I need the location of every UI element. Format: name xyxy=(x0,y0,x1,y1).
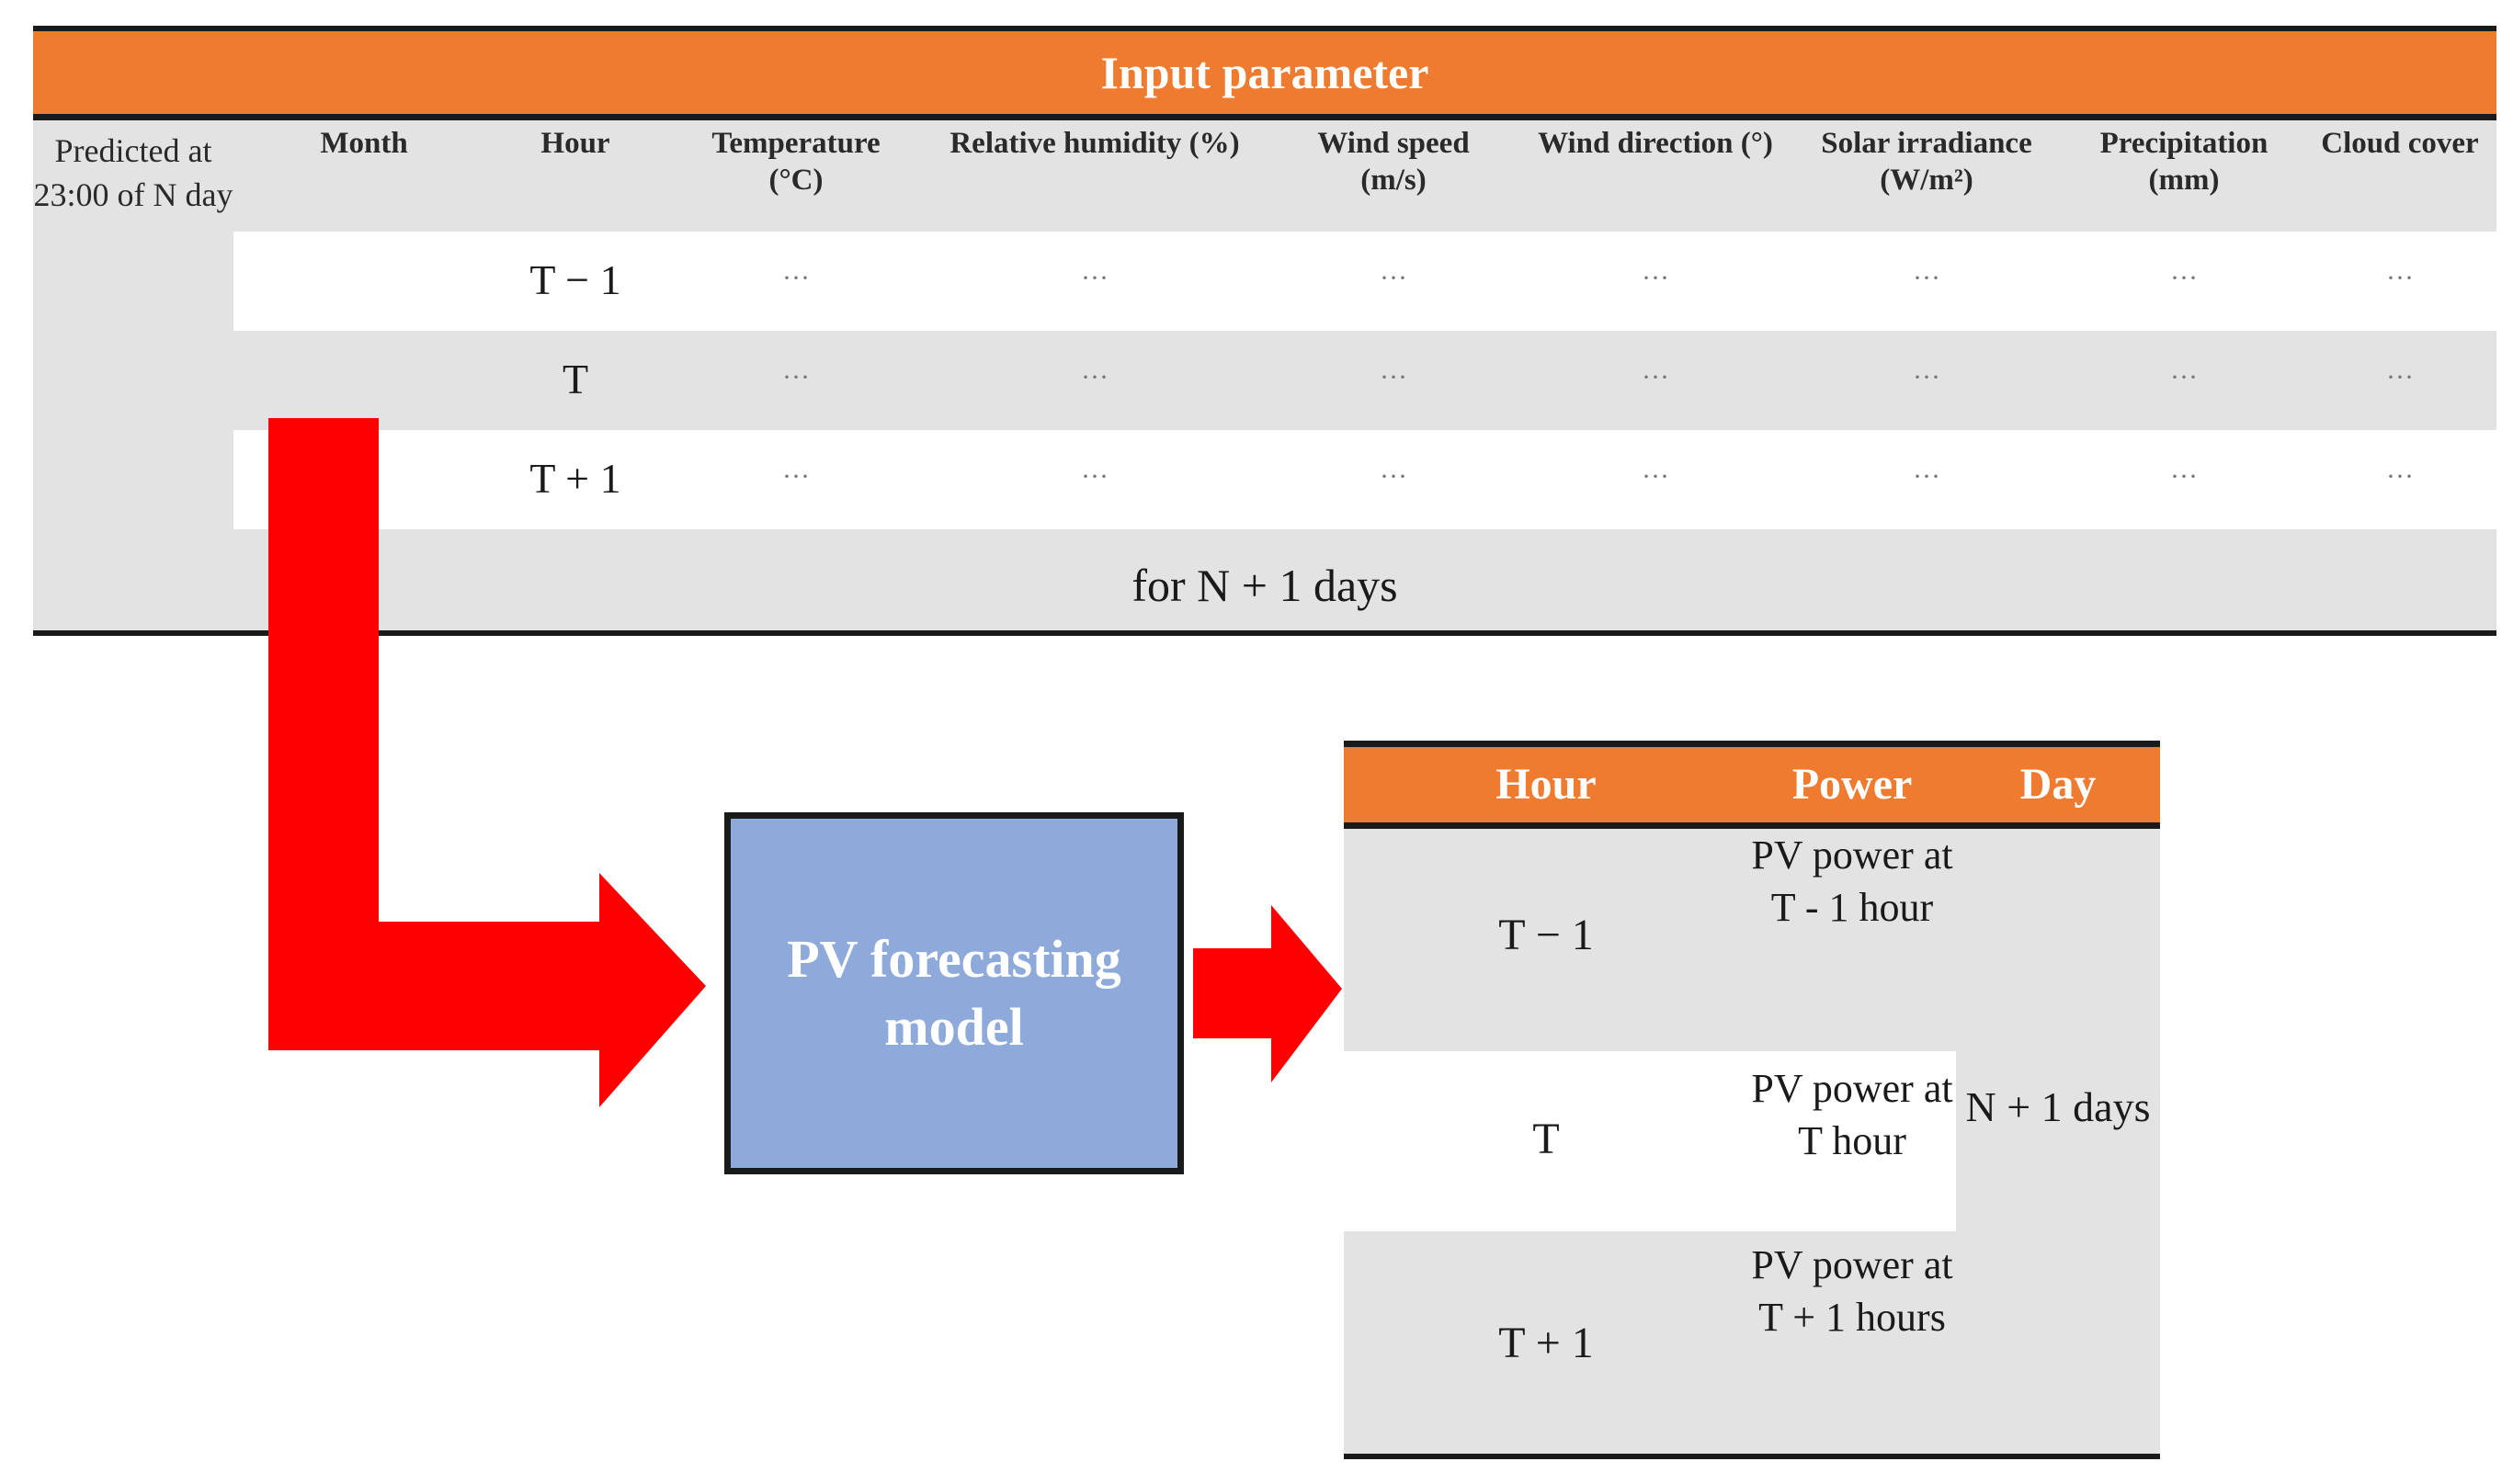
hour-cell: T − 1 xyxy=(529,256,621,303)
output-power-cell: PV power at T hour xyxy=(1751,1066,1953,1163)
hour-cell: T xyxy=(562,356,589,402)
row-band-t xyxy=(233,331,2496,430)
output-header-day: Day xyxy=(2019,760,2097,809)
output-hour-cell: T − 1 xyxy=(1498,911,1594,959)
output-header-power: Power xyxy=(1791,760,1913,809)
ellipsis-cell: ··· xyxy=(1380,263,1407,293)
ellipsis-cell: ··· xyxy=(1380,461,1407,492)
output-hour-cell: T xyxy=(1532,1115,1560,1163)
model-label: PV forecasting model xyxy=(787,929,1121,1057)
ellipsis-cell: ··· xyxy=(2386,461,2414,492)
model-to-output-arrow xyxy=(1193,905,1342,1082)
hour-cell: T + 1 xyxy=(529,455,621,502)
ellipsis-cell: ··· xyxy=(1913,362,1940,392)
input-table-title: Input parameter xyxy=(33,31,2496,114)
output-power-cell: PV power at T - 1 hour xyxy=(1751,833,1953,930)
table-top-rule xyxy=(33,26,2496,31)
header-relative-humidity: Relative humidity (%) xyxy=(949,127,1240,160)
ellipsis-cell: ··· xyxy=(1081,362,1109,392)
ellipsis-cell: ··· xyxy=(1642,461,1669,492)
output-bottom-rule xyxy=(1344,1454,2160,1459)
ellipsis-cell: ··· xyxy=(2170,362,2198,392)
output-header-bar xyxy=(1344,747,2160,822)
header-cloud-cover: Cloud cover xyxy=(2321,127,2479,160)
ellipsis-cell: ··· xyxy=(1913,461,1940,492)
ellipsis-cell: ··· xyxy=(1642,263,1669,293)
ellipsis-cell: ··· xyxy=(2386,263,2414,293)
ellipsis-cell: ··· xyxy=(782,263,810,293)
header-wind-direction: Wind direction (°) xyxy=(1538,127,1773,160)
ellipsis-cell: ··· xyxy=(782,461,810,492)
header-temperature: Temperature (°C) xyxy=(711,127,881,197)
ellipsis-cell: ··· xyxy=(1081,263,1109,293)
ellipsis-cell: ··· xyxy=(782,362,810,392)
ellipsis-cell: ··· xyxy=(1642,362,1669,392)
header-wind-speed: Wind speed (m/s) xyxy=(1317,127,1470,197)
header-month: Month xyxy=(320,127,408,160)
ellipsis-cell: ··· xyxy=(1380,362,1407,392)
ellipsis-cell: ··· xyxy=(1081,461,1109,492)
header-precipitation: Precipitation (mm) xyxy=(2099,127,2269,197)
predicted-label: Predicted at 23:00 of N day xyxy=(33,132,233,213)
output-header-hour: Hour xyxy=(1495,760,1597,809)
ellipsis-cell: ··· xyxy=(2170,461,2198,492)
output-table: Hour Power Day T − 1 PV power at T - 1 h… xyxy=(1344,741,2160,1459)
header-solar-irradiance: Solar irradiance (W/m²) xyxy=(1821,127,2032,197)
ellipsis-cell: ··· xyxy=(1913,263,1940,293)
output-day-cell: N + 1 days xyxy=(1965,1083,2151,1130)
header-hour: Hour xyxy=(540,127,610,160)
row-band-t-minus-1 xyxy=(233,232,2496,331)
footer-note: for N + 1 days xyxy=(1131,560,1398,611)
output-top-rule xyxy=(1344,741,2160,747)
input-parameter-table: Input parameter Predicted at 23:00 of N … xyxy=(33,26,2496,636)
table-bottom-rule xyxy=(33,630,2496,636)
output-hour-cell: T + 1 xyxy=(1498,1319,1594,1367)
ellipsis-cell: ··· xyxy=(2170,263,2198,293)
output-row-band-t xyxy=(1344,1051,1956,1231)
output-power-cell: PV power at T + 1 hours xyxy=(1751,1242,1953,1340)
output-header-rule xyxy=(1344,822,2160,829)
pv-forecasting-model-box: PV forecasting model xyxy=(724,812,1184,1174)
ellipsis-cell: ··· xyxy=(2386,362,2414,392)
table-header-rule xyxy=(33,114,2496,120)
